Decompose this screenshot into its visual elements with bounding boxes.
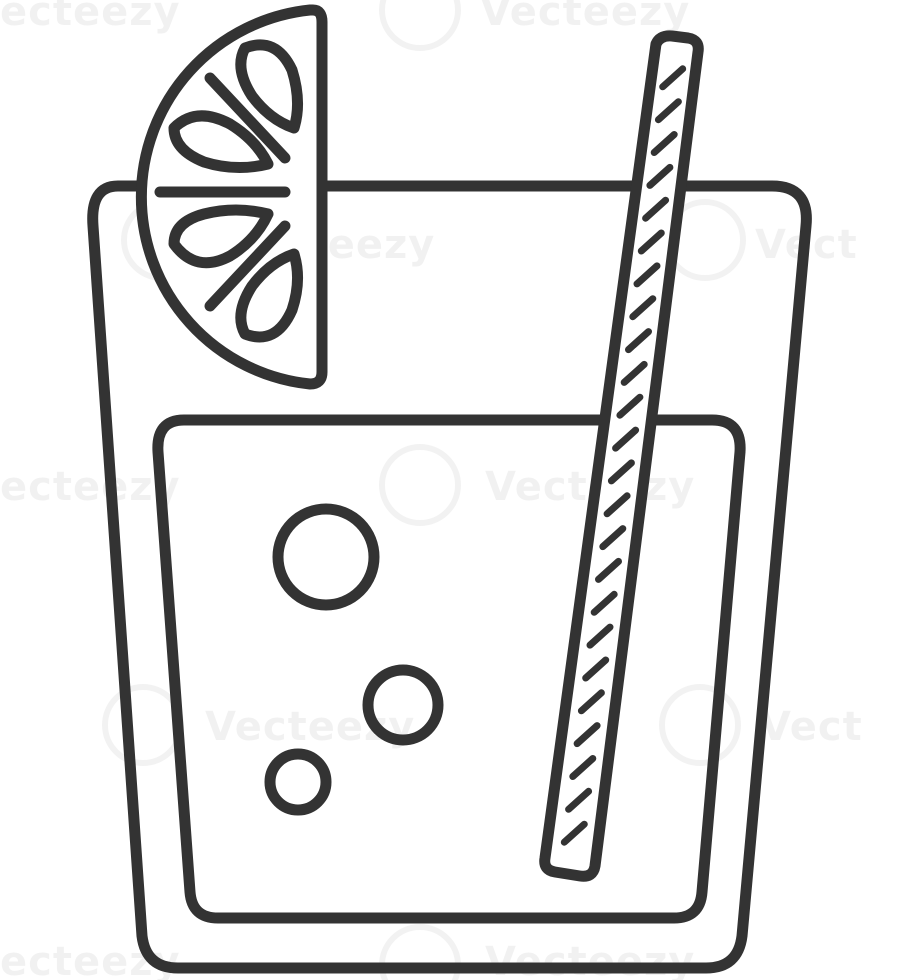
watermark-text: Vect <box>760 704 863 750</box>
straw-stripe <box>565 787 593 813</box>
straw <box>539 30 704 882</box>
bubble-medium <box>362 664 444 746</box>
straw-stripe <box>612 426 640 452</box>
straw-stripe <box>650 131 678 156</box>
lemon-segment <box>168 204 274 269</box>
straw-stripe <box>607 459 635 485</box>
watermark-text: ecteezy <box>0 0 181 35</box>
straw-stripe <box>646 163 674 189</box>
bubble-small <box>264 748 332 816</box>
straw-stripe <box>603 492 631 518</box>
lemon-slice <box>135 4 328 390</box>
straw-stripe <box>654 98 682 124</box>
watermark-text: Vecteezy <box>205 704 415 750</box>
watermark-logo-icon <box>379 444 461 526</box>
straw-stripe <box>633 262 661 288</box>
straw-stripe <box>629 295 657 321</box>
bubble-large <box>272 503 380 611</box>
straw-stripe <box>642 196 670 222</box>
straw-stripe <box>573 722 601 748</box>
straw-stripe <box>616 393 644 419</box>
lemon-segment <box>235 39 303 134</box>
glass-outline <box>87 180 812 974</box>
watermark-logo-icon <box>102 684 184 766</box>
lemon-divider-upper-inner <box>204 72 291 164</box>
watermark-text: ecteezy <box>0 464 181 510</box>
watermark-logo-icon <box>379 0 461 51</box>
straw-stripe <box>590 590 618 616</box>
straw-stripe <box>637 229 665 255</box>
lemon-segment <box>235 248 303 343</box>
watermark-text: Vecteezy <box>480 0 690 35</box>
straw-stripe <box>577 689 605 715</box>
straw-stripes <box>560 65 687 846</box>
straw-stripe <box>620 360 648 386</box>
watermark-text: Vecteezy <box>485 939 695 980</box>
lemon-segment <box>168 110 274 174</box>
straw-stripe <box>586 623 614 649</box>
straw-stripe <box>599 525 627 551</box>
straw-stripe <box>659 65 687 91</box>
watermark-logo-icon <box>659 684 741 766</box>
straw-stripe <box>560 820 588 846</box>
straw-stripe <box>625 328 652 354</box>
liquid-outline <box>152 414 746 924</box>
straw-stripe <box>569 755 597 780</box>
straw-outline <box>539 30 704 882</box>
line-art <box>87 4 812 974</box>
straw-stripe <box>595 557 622 583</box>
lemon-divider-lower-inner <box>204 220 291 312</box>
straw-stripe <box>582 656 610 682</box>
